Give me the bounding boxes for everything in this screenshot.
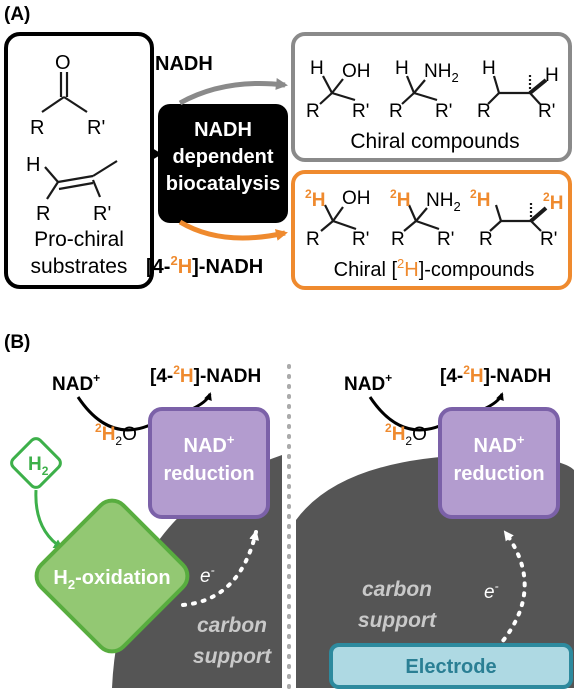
carbonyl-r: R [30, 117, 44, 139]
amine-r-prime: R' [435, 101, 452, 122]
alcohol-r: R [306, 101, 320, 122]
left-enzyme-line2: reduction [163, 463, 254, 485]
chiral-deuterated-box [291, 170, 572, 290]
amine-nh2: NH2 [424, 61, 459, 85]
grey-arrow-icon [178, 77, 288, 106]
right-electron-arrow-icon [495, 530, 527, 650]
alkene-r-prime: R' [93, 203, 111, 225]
alkane-h-right: H [545, 65, 559, 86]
left-product: [4-2H]-NADH [150, 363, 261, 387]
right-enzyme-line1: NAD+ [474, 432, 525, 457]
deuterated-alkane-r-prime: R' [540, 229, 557, 250]
electrode-box [329, 643, 573, 689]
deuterated-alcohol-d: 2H [305, 187, 325, 211]
deuterated-alcohol-r: R [306, 229, 320, 250]
alcohol-r-prime: R' [352, 101, 369, 122]
deuterated-alcohol-r-prime: R' [352, 229, 369, 250]
right-enzyme-line2: reduction [453, 463, 544, 485]
substrates-caption-line1: Pro-chiral [34, 228, 124, 251]
substrates-box [4, 32, 154, 289]
chiral-caption: Chiral compounds [350, 130, 519, 153]
alcohol-structure [319, 75, 356, 105]
orange-arrow-icon [178, 219, 288, 241]
right-enzyme-box [438, 407, 560, 519]
oxidation-diamond [34, 498, 190, 654]
alkene-h: H [26, 154, 40, 176]
left-support-line2: support [193, 645, 272, 668]
biocatalysis-box [158, 104, 288, 223]
alkane-structure [487, 74, 548, 105]
deuterated-amine-d: 2H [390, 187, 410, 211]
chiral-deuterated-caption: Chiral [2H]-compounds [334, 256, 535, 281]
biocatalysis-line1: NADH [194, 119, 252, 141]
right-product: [4-2H]-NADH [440, 363, 551, 387]
substrate-arrow-icon [152, 148, 162, 160]
deuterated-amine-nh2: NH2 [426, 190, 461, 214]
biocatalysis-line3: biocatalysis [166, 173, 281, 195]
deuterated-alkane-structure [489, 203, 548, 232]
deuterated-alcohol-structure [320, 204, 357, 232]
right-water: 2H2O [385, 421, 427, 448]
deuterated-alkane-d-left: 2H [470, 187, 490, 211]
nadh-label: NADH [155, 53, 213, 75]
alcohol-h: H [310, 58, 324, 79]
deuterated-alkane-d-right: 2H [543, 190, 563, 214]
carbonyl-r-prime: R' [87, 117, 105, 139]
right-support-line2: support [358, 609, 437, 632]
h2-label: H2 [28, 454, 49, 478]
left-water: 2H2O [95, 421, 137, 448]
alcohol-oh: OH [342, 61, 371, 82]
oxidation-label: H2-oxidation [53, 567, 170, 592]
left-enzyme-box [148, 407, 270, 519]
deuterated-amine-structure [403, 204, 440, 232]
alkene-structure [44, 160, 118, 200]
right-nad-plus: NAD+ [344, 371, 392, 395]
alkene-r: R [36, 203, 50, 225]
left-enzyme-line1: NAD+ [184, 432, 235, 457]
alkane-r: R [477, 101, 491, 122]
h2-diamond [10, 437, 62, 489]
right-support-line1: carbon [362, 578, 432, 601]
carbonyl-structure [41, 72, 88, 113]
deuterated-amine-r-prime: R' [437, 229, 454, 250]
electrode-label: Electrode [405, 656, 496, 678]
amine-h: H [395, 58, 409, 79]
left-support-line1: carbon [197, 614, 267, 637]
chiral-compounds-box [291, 32, 572, 162]
left-electron-arrow-icon [181, 530, 260, 607]
alkane-h-left: H [482, 58, 496, 79]
deuterated-amine-r: R [391, 229, 405, 250]
left-nad-plus: NAD+ [52, 371, 100, 395]
substrates-caption-line2: substrates [31, 255, 128, 278]
carbonyl-oxygen: O [55, 52, 71, 74]
panel-a-label: (A) [4, 4, 30, 25]
panel-b-label: (B) [4, 332, 30, 353]
deuterated-nadh-label: [4-2H]-NADH [146, 253, 263, 278]
deuterated-alcohol-oh: OH [342, 188, 371, 209]
left-electron: e- [200, 563, 215, 587]
deuterated-alkane-r: R [479, 229, 493, 250]
amine-r: R [389, 101, 403, 122]
amine-structure [401, 75, 438, 105]
right-electron: e- [484, 579, 499, 603]
alkane-r-prime: R' [538, 101, 555, 122]
h2-arrow-icon [34, 489, 64, 550]
biocatalysis-line2: dependent [172, 146, 273, 168]
